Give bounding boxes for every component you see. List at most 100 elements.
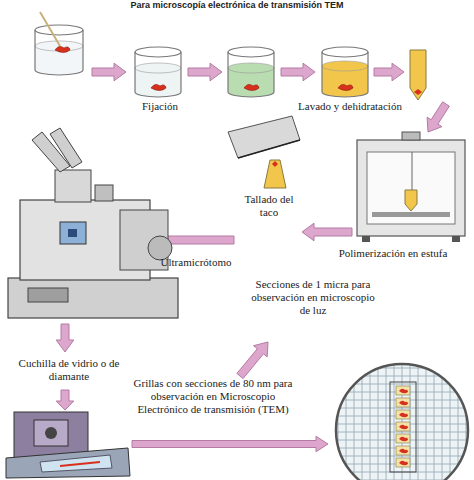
specimen-arm	[45, 427, 57, 439]
beaker-rim	[228, 47, 274, 57]
ultramicrotome	[8, 128, 178, 318]
resin-block	[264, 160, 286, 188]
oven-chamber	[367, 152, 455, 224]
flow-arrow	[302, 223, 352, 241]
grid-bar	[330, 432, 474, 433]
step-label: Grillas con secciones de 80 nm para obse…	[128, 377, 298, 416]
oven-vent	[402, 132, 420, 140]
flow-arrow	[237, 342, 268, 379]
beaker-wall	[34, 30, 35, 70]
beaker-wall	[321, 52, 322, 92]
step-label: Tallado del taco	[236, 193, 302, 219]
tissue-specimen	[244, 84, 259, 90]
ultrathin-section	[396, 434, 410, 443]
light-source	[95, 185, 113, 201]
grid-bar	[330, 360, 331, 480]
knife-block	[14, 412, 88, 458]
tissue-section	[399, 437, 408, 442]
tissue-specimen	[151, 84, 166, 90]
tissue-section	[399, 449, 408, 454]
beaker-bottom	[35, 70, 83, 75]
microtome-base	[8, 278, 178, 318]
flow-arrow	[427, 102, 449, 132]
beaker-wall	[227, 52, 228, 92]
knife-holder	[6, 412, 130, 478]
specimen-window	[60, 222, 86, 244]
water-boat	[6, 448, 130, 478]
step-label: Secciones de 1 micra para observación en…	[248, 278, 378, 317]
control-panel	[28, 288, 68, 302]
beaker-wall	[367, 52, 368, 92]
tissue-section	[399, 425, 408, 430]
ultrathin-section	[396, 386, 410, 395]
section-ribbon	[60, 462, 100, 466]
step-label: Fijación	[120, 100, 200, 113]
liquid-surface	[322, 61, 368, 71]
ultrathin-section	[396, 398, 410, 407]
ultrathin-section	[396, 410, 410, 419]
grid-bar	[370, 360, 371, 480]
tem-grid	[330, 360, 474, 480]
grid-bar	[426, 360, 427, 480]
specimen-holder	[68, 229, 77, 237]
grid-bar	[394, 360, 395, 480]
oven-body	[357, 140, 465, 236]
tissue-section	[399, 461, 408, 466]
beaker	[322, 47, 368, 97]
flow-arrow	[188, 63, 222, 81]
tissue-specimen	[272, 161, 278, 167]
title: Para microscopía electrónica de transmis…	[0, 0, 474, 11]
grid-bar	[330, 456, 474, 457]
ultrathin-section	[396, 446, 410, 455]
grid-mesh	[330, 360, 474, 480]
beaker-rim	[35, 25, 83, 35]
tissue-section	[399, 389, 408, 394]
flow-arrow	[56, 390, 74, 410]
step-label: Cuchilla de vidrio o de diamante	[14, 357, 124, 383]
grid-bar	[330, 360, 474, 361]
oven	[357, 132, 465, 242]
grid-bar	[450, 360, 451, 480]
flow-arrow	[56, 324, 74, 352]
water-trough	[40, 455, 112, 472]
beaker-wall	[273, 52, 274, 92]
grid-rim	[336, 364, 468, 480]
beaker-rim	[322, 47, 368, 57]
grid-bar	[434, 360, 435, 480]
oven-foot	[452, 236, 460, 242]
beaker-bottom	[322, 92, 368, 97]
beaker-bottom	[228, 92, 274, 97]
tissue-specimen	[414, 89, 422, 95]
beaker	[35, 25, 83, 75]
step-label: Lavado y dehidratación	[280, 100, 420, 113]
embedding-capsule	[405, 190, 417, 211]
beaker-wall	[134, 52, 135, 92]
beaker-wall	[180, 52, 181, 92]
liquid-surface	[228, 63, 274, 73]
step-label: Polimerización en estufa	[318, 247, 468, 260]
tissue-specimen	[338, 84, 353, 90]
liquid-surface	[135, 63, 181, 73]
flow-arrow	[92, 63, 126, 81]
tissue-specimen	[55, 46, 70, 52]
knife-window	[34, 420, 68, 446]
beaker-rim	[135, 47, 181, 57]
spatula	[40, 12, 60, 46]
section-ribbon-outline	[390, 382, 416, 472]
grid-bar	[418, 360, 419, 480]
ultrathin-section	[396, 422, 410, 431]
thermometer	[412, 152, 413, 190]
flow-arrow	[132, 436, 328, 451]
eyepiece	[50, 128, 82, 168]
grid-bar	[386, 360, 387, 480]
beaker-bottom	[135, 92, 181, 97]
blade-edge	[238, 140, 300, 158]
ultrathin-section	[396, 458, 410, 467]
beaker	[228, 47, 274, 97]
step-label: Ultramicrótomo	[146, 256, 246, 269]
tissue-section	[399, 413, 408, 418]
embedding-capsule	[410, 50, 426, 100]
razor-blade	[228, 116, 300, 158]
oven-shelf	[372, 212, 450, 217]
